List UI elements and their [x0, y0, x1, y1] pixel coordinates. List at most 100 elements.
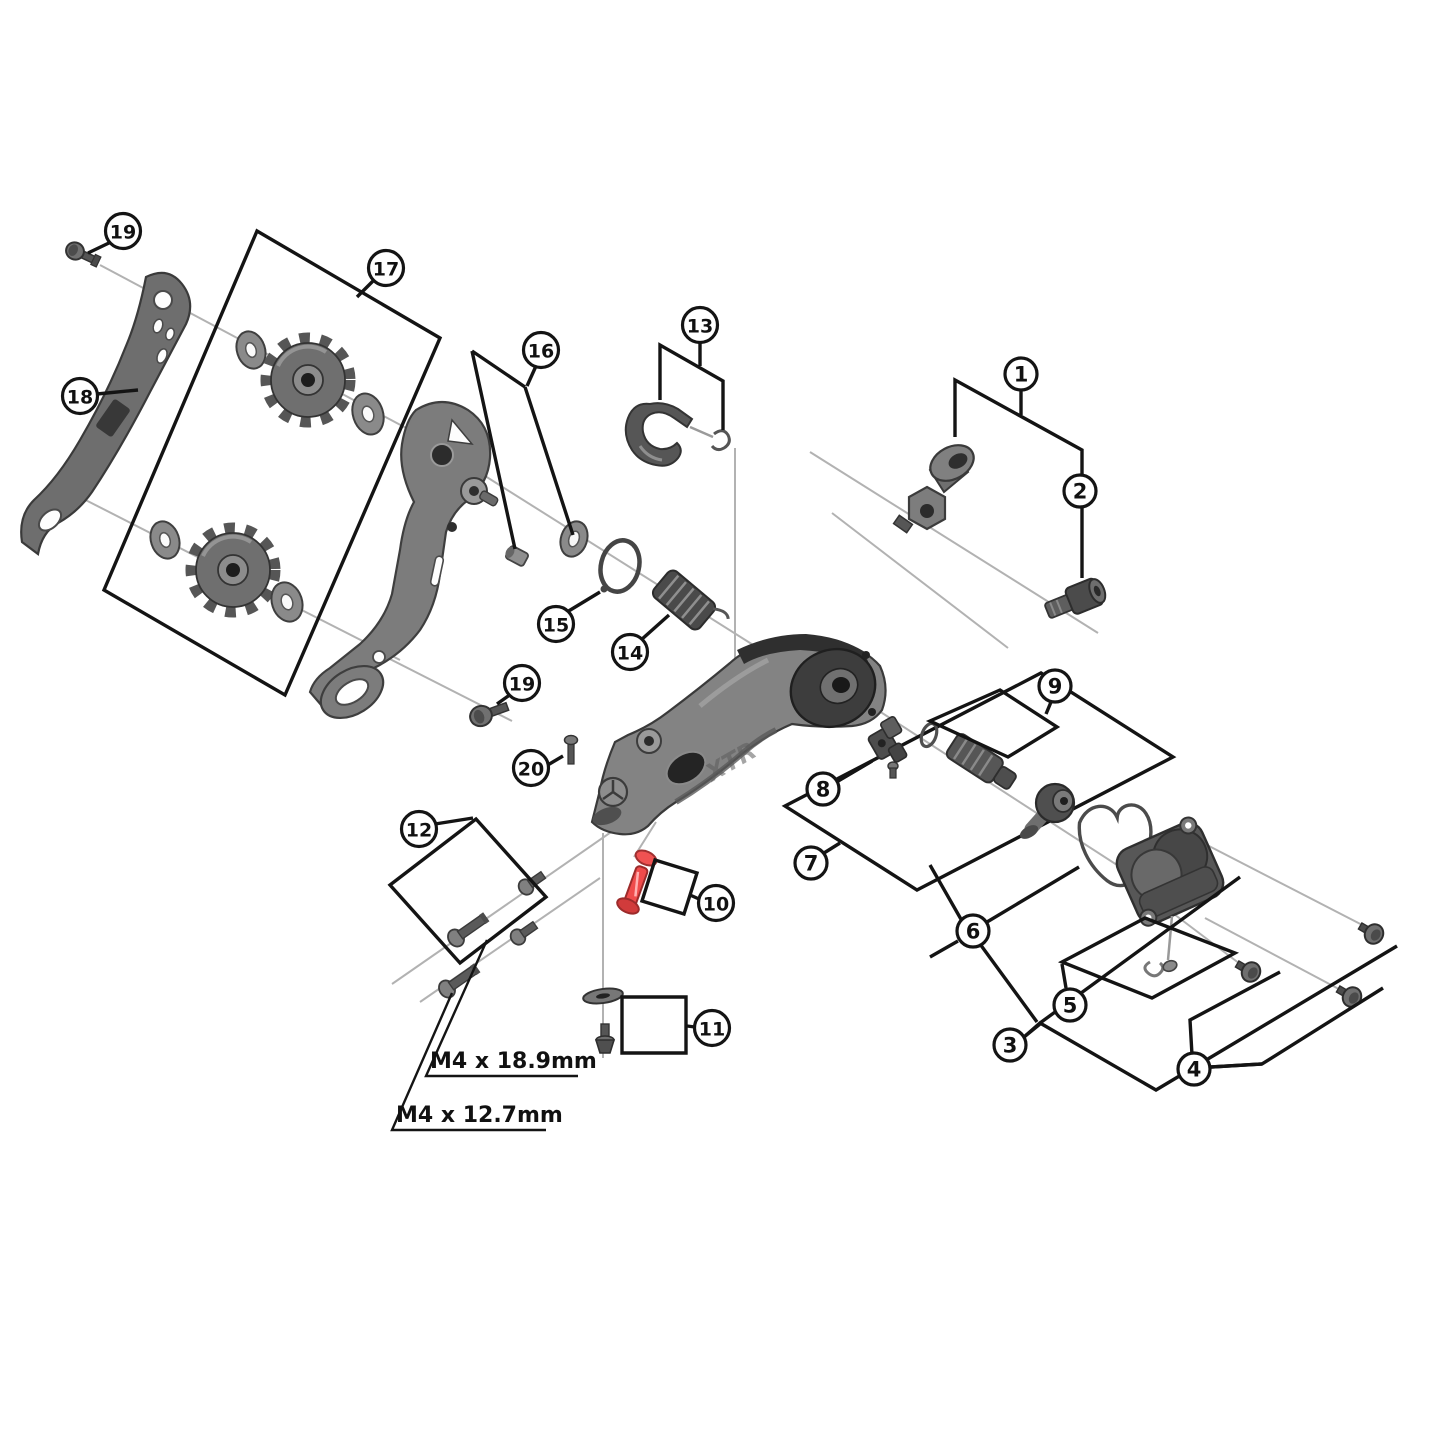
- motor-wire: [1166, 915, 1174, 961]
- callout-circle: [1003, 356, 1039, 392]
- callout-number: 8: [816, 778, 831, 802]
- callout-circle: [60, 376, 100, 416]
- callout-4: 4: [1176, 1051, 1263, 1087]
- derailleur-body: XTR: [590, 634, 887, 836]
- b-axle-unit: [1019, 782, 1076, 839]
- callout-11: 11: [686, 1008, 732, 1048]
- bracket-7: [781, 671, 1177, 892]
- motor-unit: [1115, 816, 1225, 978]
- pulley-washer-upper-left: [235, 330, 267, 370]
- callout-circle: [1176, 1051, 1212, 1087]
- box-5: [1057, 916, 1240, 1000]
- callout-circle: [955, 913, 991, 949]
- mount-screw-b: [1234, 960, 1262, 983]
- callout-13: 13: [680, 305, 720, 366]
- guide-pulley: [260, 332, 356, 428]
- callout-number: 20: [518, 759, 544, 781]
- callout-circle: [610, 632, 650, 672]
- callout-leader: [96, 388, 139, 396]
- callout-17: 17: [355, 248, 406, 299]
- callout-circle: [536, 604, 576, 644]
- callout-number: 4: [1187, 1058, 1202, 1082]
- callout-number: 1: [1014, 363, 1029, 387]
- callout-circle: [521, 330, 561, 370]
- outer-cage-plate: [308, 400, 499, 720]
- callout-number: 14: [617, 643, 643, 665]
- callout-leader: [1044, 701, 1053, 715]
- callout-18: 18: [60, 376, 139, 416]
- callout-leader: [355, 278, 376, 299]
- callout-leader: [639, 613, 671, 642]
- callout-number: 17: [373, 259, 399, 281]
- label-leader: [424, 939, 578, 1078]
- plate-bolt-upper: [65, 241, 102, 268]
- callout-circle: [1037, 668, 1073, 704]
- callout-16: 16: [521, 330, 561, 387]
- setting-screw: [563, 734, 579, 765]
- callout-number: 5: [1063, 994, 1078, 1018]
- callout-circle: [992, 1027, 1028, 1063]
- box-13: [658, 342, 725, 430]
- stopper-pin-red: [616, 849, 658, 915]
- pulley-washer-lower-right: [270, 581, 304, 623]
- callout-leader: [434, 816, 474, 826]
- adjust-bolt: [594, 1023, 616, 1054]
- callout-number: 19: [509, 674, 535, 696]
- callout-circle: [696, 883, 736, 923]
- box-9: [925, 688, 1061, 759]
- bracket-axle-bolt: [1044, 577, 1107, 619]
- cage-stopper-nut: [505, 545, 529, 567]
- axis-lines: [59, 264, 1373, 1058]
- cable-fixing-unit: [867, 715, 908, 779]
- callout-number: 10: [703, 894, 729, 916]
- plate-screws: [438, 870, 547, 999]
- callout-20: 20: [511, 748, 564, 788]
- callout-10: 10: [689, 883, 736, 923]
- callout-6: 6: [955, 913, 991, 949]
- callout-19: 19: [87, 211, 143, 255]
- callout-8: 8: [805, 759, 873, 807]
- callout-number: 12: [406, 820, 432, 842]
- callout-circle: [1052, 987, 1088, 1023]
- bracket-lines: [101, 228, 1398, 1092]
- snap-ring: [598, 538, 642, 594]
- adjust-washer: [582, 987, 624, 1005]
- bracket-6: [928, 864, 1080, 1024]
- tension-pulley: [185, 522, 281, 618]
- callout-leader: [1060, 963, 1068, 989]
- callout-3: 3: [992, 1022, 1042, 1063]
- callout-9: 9: [1037, 668, 1073, 715]
- callout-circle: [366, 248, 406, 288]
- callout-14: 14: [610, 613, 671, 672]
- cage-washer: [559, 520, 589, 558]
- callout-number: 11: [699, 1019, 725, 1041]
- tension-spring: [651, 569, 730, 631]
- callout-number: 6: [966, 920, 981, 944]
- callout-leader: [1210, 1062, 1263, 1069]
- callout-1: 1: [1003, 356, 1039, 415]
- pulley-washer-upper-right: [351, 392, 385, 436]
- inner-cage-plate: [20, 271, 192, 556]
- callout-circle: [502, 663, 542, 703]
- callout-number: 15: [543, 615, 569, 637]
- callout-number: 16: [528, 341, 554, 363]
- callout-circle: [692, 1008, 732, 1048]
- label-leader: [390, 992, 546, 1132]
- cable-clip: [710, 429, 731, 452]
- callout-19: 19: [496, 663, 542, 706]
- bracket-1-2: [953, 377, 1084, 578]
- callout-leader: [87, 240, 112, 255]
- ratchet-spring: [945, 733, 1017, 790]
- callout-7: 7: [793, 841, 841, 881]
- callout-circle: [103, 211, 143, 251]
- callout-circle: [1062, 473, 1098, 509]
- plate-bolt-lower: [469, 701, 510, 728]
- callout-circle: [511, 748, 551, 788]
- mount-screw-a: [1357, 922, 1385, 945]
- callout-12: 12: [399, 809, 474, 849]
- callout-15: 15: [536, 590, 601, 644]
- callout-number: 19: [110, 222, 136, 244]
